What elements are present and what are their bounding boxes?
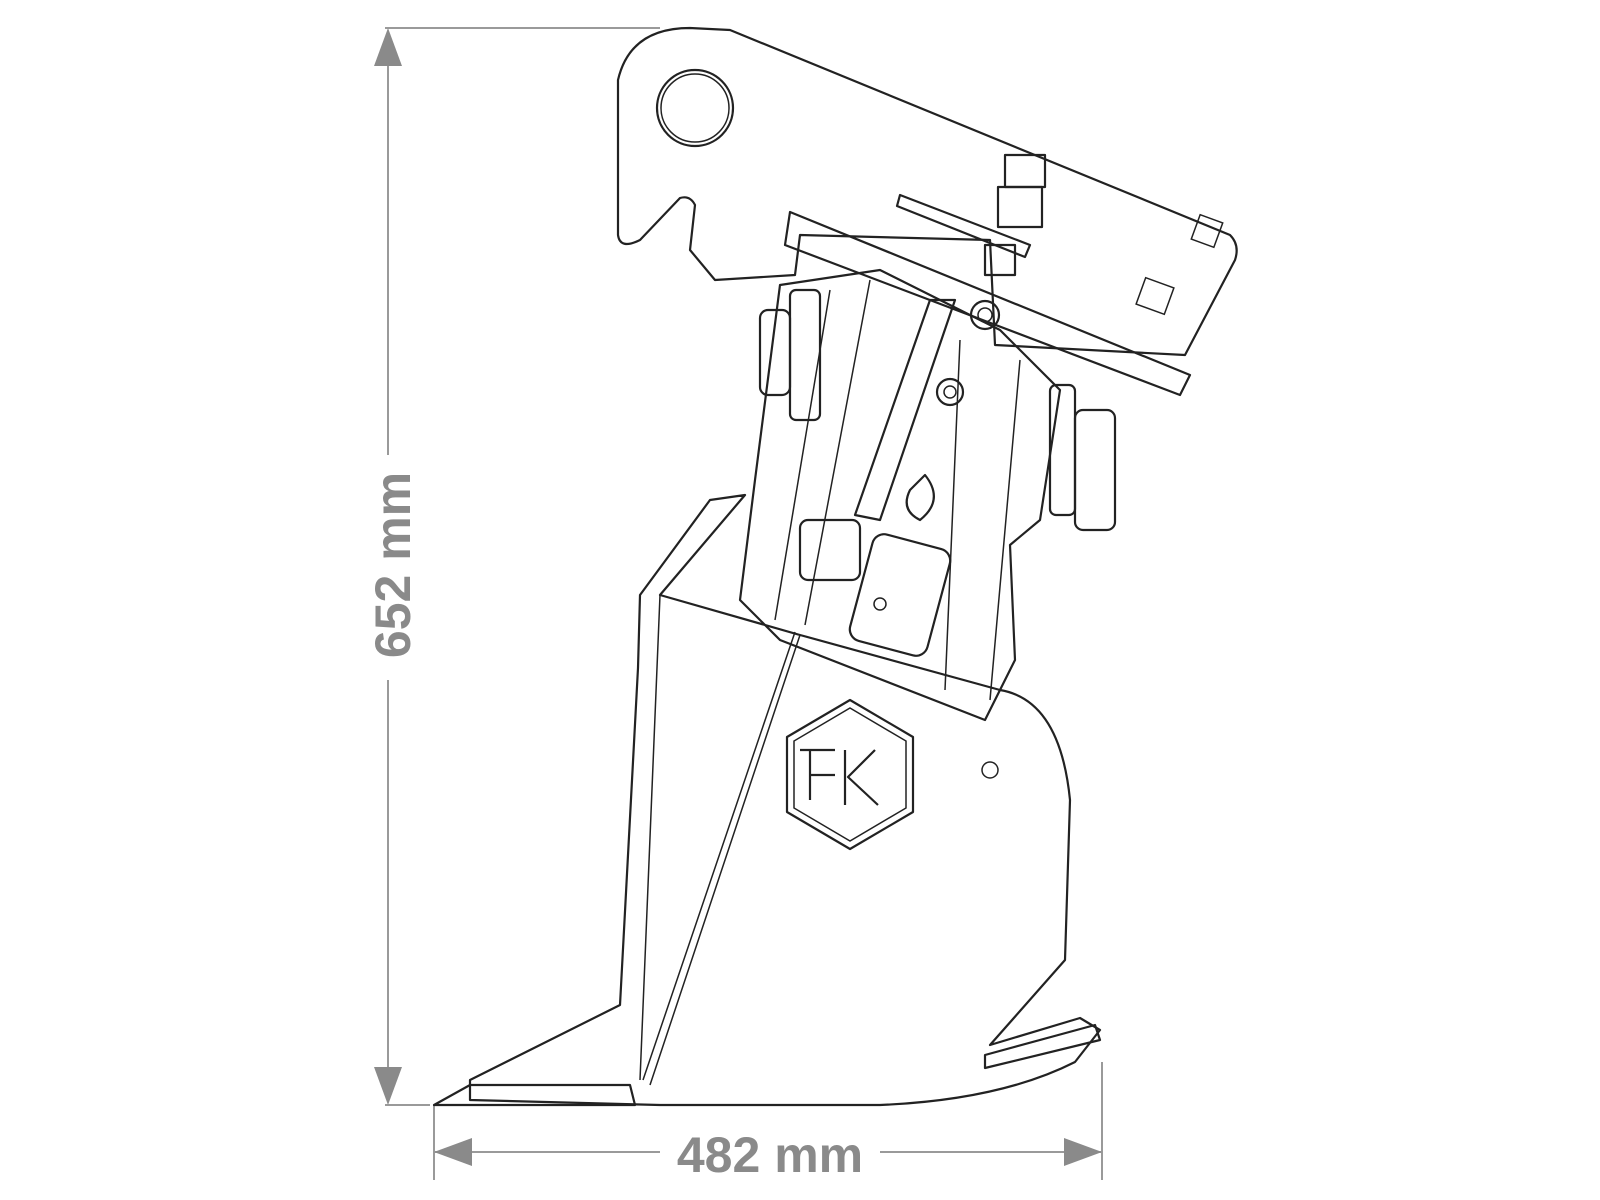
wear-plate bbox=[983, 1023, 1102, 1070]
width-dimension: 482 mm bbox=[433, 1062, 1103, 1183]
frame bbox=[738, 268, 1117, 722]
arrow-up-icon bbox=[374, 28, 402, 66]
lug bbox=[1135, 276, 1175, 316]
width-label: 482 mm bbox=[677, 1127, 863, 1183]
shank-tip bbox=[432, 1083, 637, 1107]
arrow-left-icon bbox=[434, 1138, 472, 1166]
fk-logo bbox=[785, 698, 915, 851]
height-label: 652 mm bbox=[365, 472, 421, 658]
pin-hole bbox=[655, 68, 735, 148]
height-dimension: 652 mm bbox=[365, 27, 660, 1106]
arrow-right-icon bbox=[1064, 1138, 1102, 1166]
hydraulic-valve bbox=[853, 153, 1047, 522]
hitch-plate bbox=[616, 26, 1238, 397]
shank bbox=[432, 493, 1102, 1107]
arrow-down-icon bbox=[374, 1067, 402, 1105]
